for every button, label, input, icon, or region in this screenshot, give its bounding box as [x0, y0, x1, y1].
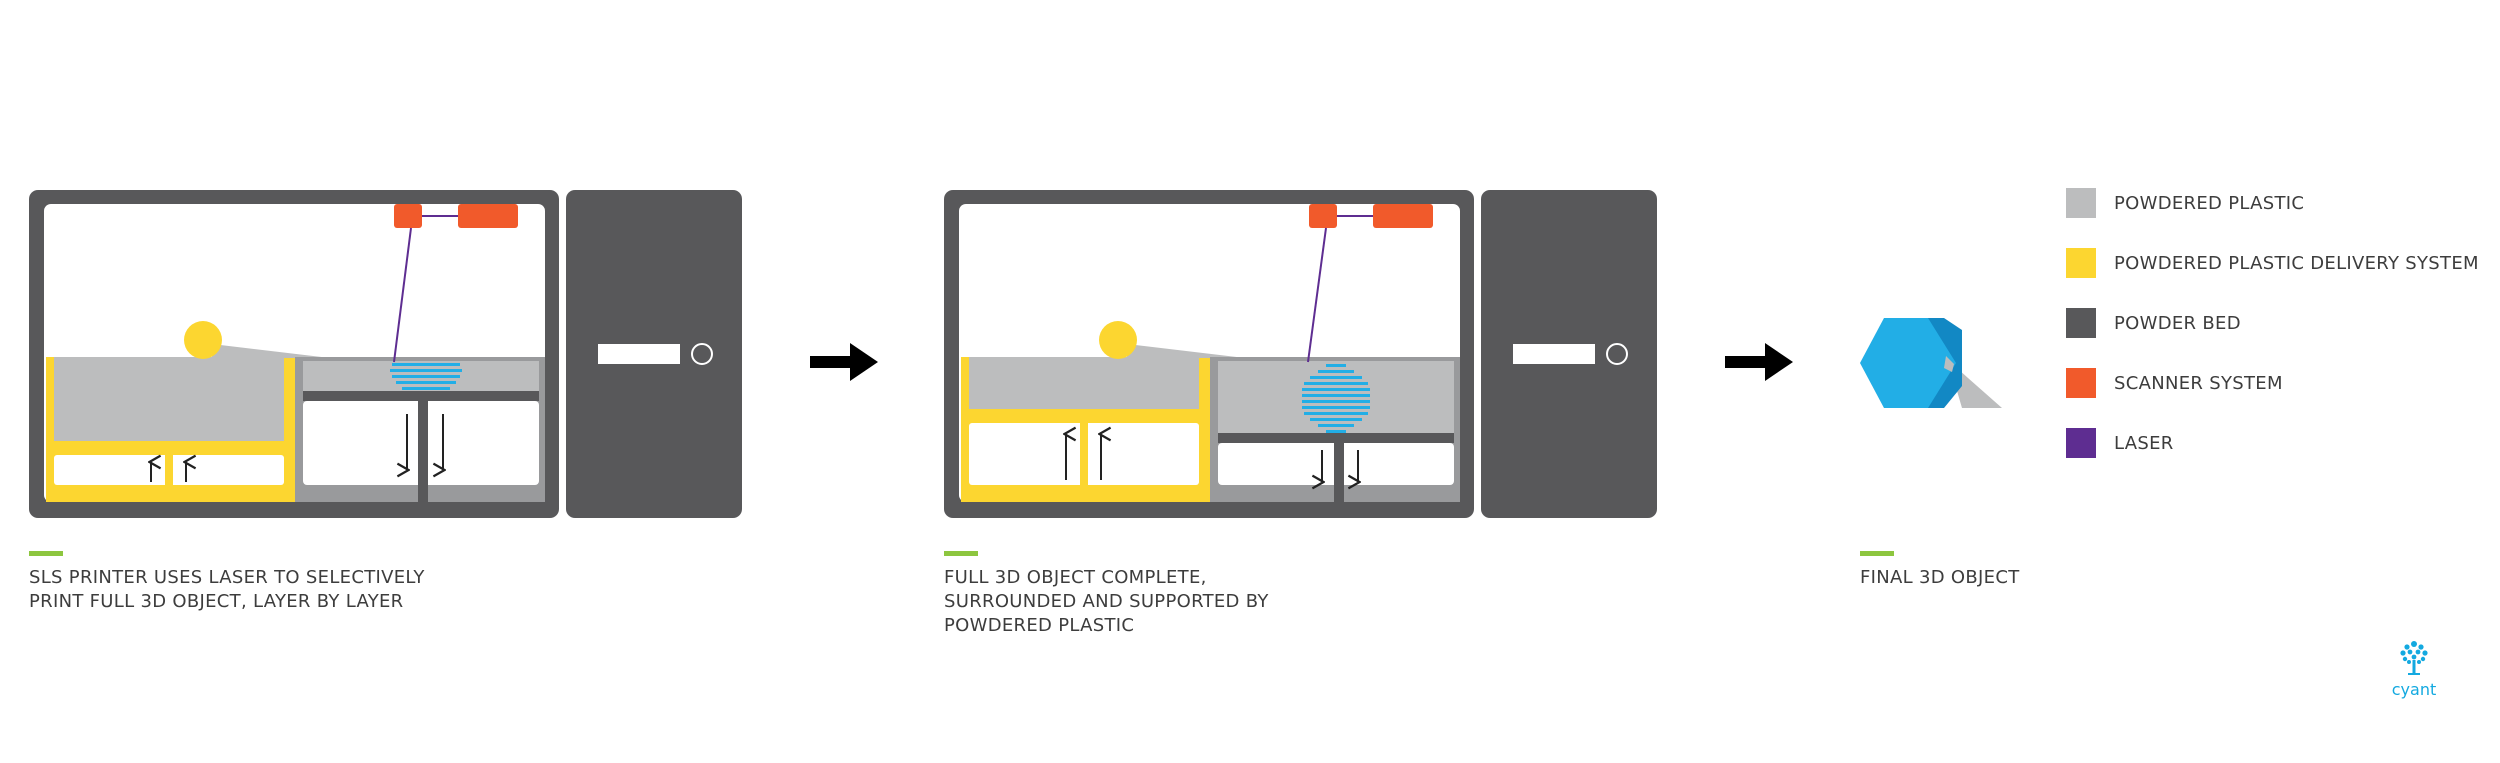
roller: [1099, 321, 1137, 359]
legend-swatch: [2066, 308, 2096, 338]
scanner-mirror: [394, 204, 422, 228]
roller: [184, 321, 222, 359]
step-1-caption: SLS PRINTER USES LASER TO SELECTIVELY PR…: [29, 567, 425, 612]
laser-beam: [393, 227, 412, 363]
legend: POWDERED PLASTIC POWDERED PLASTIC DELIVE…: [2066, 188, 2479, 488]
legend-swatch: [2066, 188, 2096, 218]
scanner-unit: [1373, 204, 1433, 228]
build-piston-rod: [1334, 443, 1344, 502]
powder-bed: [1218, 433, 1454, 443]
legend-swatch: [2066, 428, 2096, 458]
hexagon-face: [1860, 318, 1956, 408]
delivery-piston-rod: [1080, 423, 1088, 502]
caption-accent: [1860, 551, 1894, 556]
legend-label: LASER: [2114, 432, 2174, 454]
cyant-logo: cyant: [2384, 638, 2444, 699]
legend-label: POWDERED PLASTIC: [2114, 192, 2305, 214]
scanner-mirror: [1309, 204, 1337, 228]
legend-swatch: [2066, 248, 2096, 278]
step-1-printer: [29, 190, 559, 518]
powder-residue: [1948, 360, 2002, 408]
step-2-printer: [944, 190, 1474, 518]
full-3d-object: [1302, 364, 1370, 433]
step-3-caption: FINAL 3D OBJECT: [1860, 567, 2020, 588]
legend-item-scanner-system: SCANNER SYSTEM: [2066, 368, 2479, 398]
caption-accent: [29, 551, 63, 556]
final-3d-object: [1860, 318, 2002, 408]
powder-bed: [303, 391, 539, 401]
powder-residue: [1944, 356, 1954, 372]
delivery-powder: [969, 357, 1199, 409]
step-1-computer: [566, 190, 742, 518]
right-arrow-icon: [810, 343, 878, 381]
scanner-unit: [458, 204, 518, 228]
tree-icon: [2400, 641, 2428, 675]
partial-3d-object: [390, 363, 462, 390]
drive-slot: [1513, 344, 1595, 364]
power-button-icon: [691, 343, 713, 365]
right-arrow-icon: [1725, 343, 1793, 381]
roller-trail: [212, 344, 330, 358]
legend-label: POWDERED PLASTIC DELIVERY SYSTEM: [2114, 252, 2479, 274]
legend-item-powdered-plastic: POWDERED PLASTIC: [2066, 188, 2479, 218]
caption-accent: [944, 551, 978, 556]
legend-item-laser: LASER: [2066, 428, 2479, 458]
delivery-piston-rod: [165, 455, 173, 502]
roller-trail: [1127, 344, 1245, 358]
step-2-caption: FULL 3D OBJECT COMPLETE, SURROUNDED AND …: [944, 567, 1269, 636]
legend-item-powder-bed: POWDER BED: [2066, 308, 2479, 338]
delivery-powder: [54, 357, 284, 441]
laser-beam: [1307, 227, 1327, 363]
step-2-computer: [1481, 190, 1657, 518]
legend-swatch: [2066, 368, 2096, 398]
legend-label: SCANNER SYSTEM: [2114, 372, 2283, 394]
legend-label: POWDER BED: [2114, 312, 2241, 334]
legend-item-delivery-system: POWDERED PLASTIC DELIVERY SYSTEM: [2066, 248, 2479, 278]
power-button-icon: [1606, 343, 1628, 365]
drive-slot: [598, 344, 680, 364]
build-piston-rod: [418, 401, 428, 502]
logo-text: cyant: [2391, 680, 2437, 699]
